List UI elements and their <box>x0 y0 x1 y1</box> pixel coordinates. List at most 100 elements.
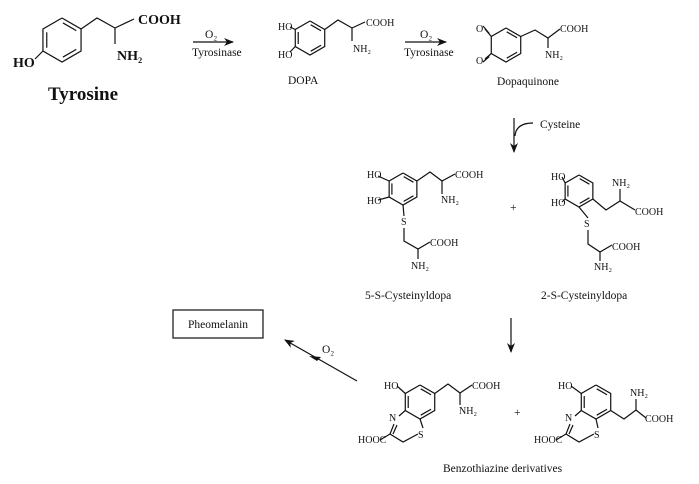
double-bond <box>506 31 518 39</box>
atom-ho: HO <box>551 172 565 183</box>
5-s-cysteinyldopa-structure: HO HO COOH NH₂ S COOH NH₂ 5-S-Cysteinyld… <box>365 170 483 302</box>
bonds <box>34 17 647 443</box>
atom-nh2: NH₂ <box>411 261 429 272</box>
label-benzothiazine-derivatives: Benzothiazine derivatives <box>443 463 563 475</box>
bond <box>595 418 599 429</box>
atom-cooh: COOH <box>635 207 663 218</box>
label-dopaquinone: Dopaquinone <box>497 76 559 88</box>
atom-cooh: COOH <box>560 24 588 35</box>
double-bond <box>403 176 414 183</box>
atom-ho: HO <box>558 381 572 392</box>
atom-n: N <box>389 413 396 424</box>
benzothiazine-1-structure: HO N S HOOC COOH NH₂ <box>358 381 500 446</box>
oxidation-arrow: O₂ <box>284 339 358 382</box>
bond <box>402 204 405 217</box>
atom-ho: HO <box>367 170 381 181</box>
dopaquinone-structure: O O COOH NH₂ Dopaquinone <box>476 24 588 88</box>
label-2-s-cysteinyldopa: 2-S-Cysteinyldopa <box>541 290 627 302</box>
bond <box>389 423 419 443</box>
reagent-o2: O₂ <box>322 344 334 356</box>
benzothiazine-2-structure: HO N S HOOC NH₂ COOH <box>534 381 673 446</box>
benzene-ring <box>294 20 326 56</box>
double-bond <box>596 388 608 396</box>
double-bond <box>596 408 608 416</box>
double-bond <box>62 48 77 58</box>
label-dopa: DOPA <box>288 75 319 87</box>
atom-nh2: NH₂ <box>441 195 459 206</box>
atom-nh2: NH₂ <box>459 406 477 417</box>
atom-cooh: COOH <box>138 13 181 28</box>
atom-s: S <box>584 219 590 230</box>
atom-s: S <box>401 217 407 228</box>
curved-arrow-tail <box>514 122 534 137</box>
label-tyrosine: Tyrosine <box>48 84 118 105</box>
double-bond <box>579 197 590 204</box>
double-bond <box>62 22 77 32</box>
bond <box>484 53 492 60</box>
atom-hooc: HOOC <box>358 435 387 446</box>
label-pheomelanin: Pheomelanin <box>188 319 248 331</box>
atom-ho: HO <box>13 56 35 71</box>
cysteine-arrow: Cysteine <box>510 118 580 153</box>
bond <box>419 418 424 429</box>
bond <box>574 410 582 417</box>
atom-n: N <box>565 413 572 424</box>
bond <box>592 198 636 211</box>
bond <box>403 228 431 250</box>
bond <box>398 410 406 417</box>
plus-sign: + <box>510 202 517 214</box>
reagent-tyrosinase: Tyrosinase <box>404 47 454 59</box>
bond <box>396 385 406 394</box>
reagent-cysteine: Cysteine <box>540 119 580 131</box>
bond <box>610 409 647 420</box>
bond <box>570 385 582 394</box>
arrow-midhead <box>309 356 321 361</box>
atom-cooh: COOH <box>455 170 483 181</box>
bond <box>555 433 567 441</box>
atom-cooh: COOH <box>645 414 673 425</box>
bond <box>561 176 566 184</box>
double-bond <box>506 51 518 59</box>
double-bond <box>420 388 432 396</box>
bond <box>324 19 366 30</box>
arrow-left-up <box>284 339 358 382</box>
double-bond <box>420 408 432 416</box>
reagent-tyrosinase: Tyrosinase <box>192 47 242 59</box>
bond <box>565 423 595 443</box>
bond <box>561 198 566 203</box>
bond <box>377 196 390 201</box>
tyrosine-structure: HO COOH NH₂ Tyrosine <box>13 13 181 105</box>
benzene-ring <box>42 17 82 63</box>
atom-s: S <box>594 430 600 441</box>
bond <box>377 175 390 182</box>
double-bond <box>310 24 322 32</box>
atom-o: O <box>476 56 483 67</box>
bond <box>520 28 561 39</box>
atom-nh2: NH₂ <box>630 388 648 399</box>
benzene-ring <box>404 384 436 420</box>
atom-hooc: HOOC <box>534 435 563 446</box>
atom-ho: HO <box>278 22 292 33</box>
bond <box>434 383 473 394</box>
atom-nh2: NH₂ <box>594 262 612 273</box>
atom-cooh: COOH <box>472 381 500 392</box>
plus-sign: + <box>514 407 521 419</box>
double-bond <box>568 424 574 435</box>
benzene-ring <box>564 174 594 208</box>
atom-ho: HO <box>278 50 292 61</box>
bond <box>578 206 589 219</box>
bond <box>289 46 296 53</box>
benzene-ring <box>580 384 612 420</box>
atom-ho: HO <box>551 198 565 209</box>
reaction-arrow-2: O₂ Tyrosinase <box>404 29 454 59</box>
atom-cooh: COOH <box>612 242 640 253</box>
bond <box>482 56 490 63</box>
atom-nh2: NH₂ <box>545 50 563 61</box>
bond <box>289 26 296 31</box>
atom-ho: HO <box>384 381 398 392</box>
bond <box>34 50 44 60</box>
double-bond <box>310 44 322 52</box>
atom-nh2: NH₂ <box>117 49 142 64</box>
pheomelanin-box: Pheomelanin <box>172 309 264 339</box>
